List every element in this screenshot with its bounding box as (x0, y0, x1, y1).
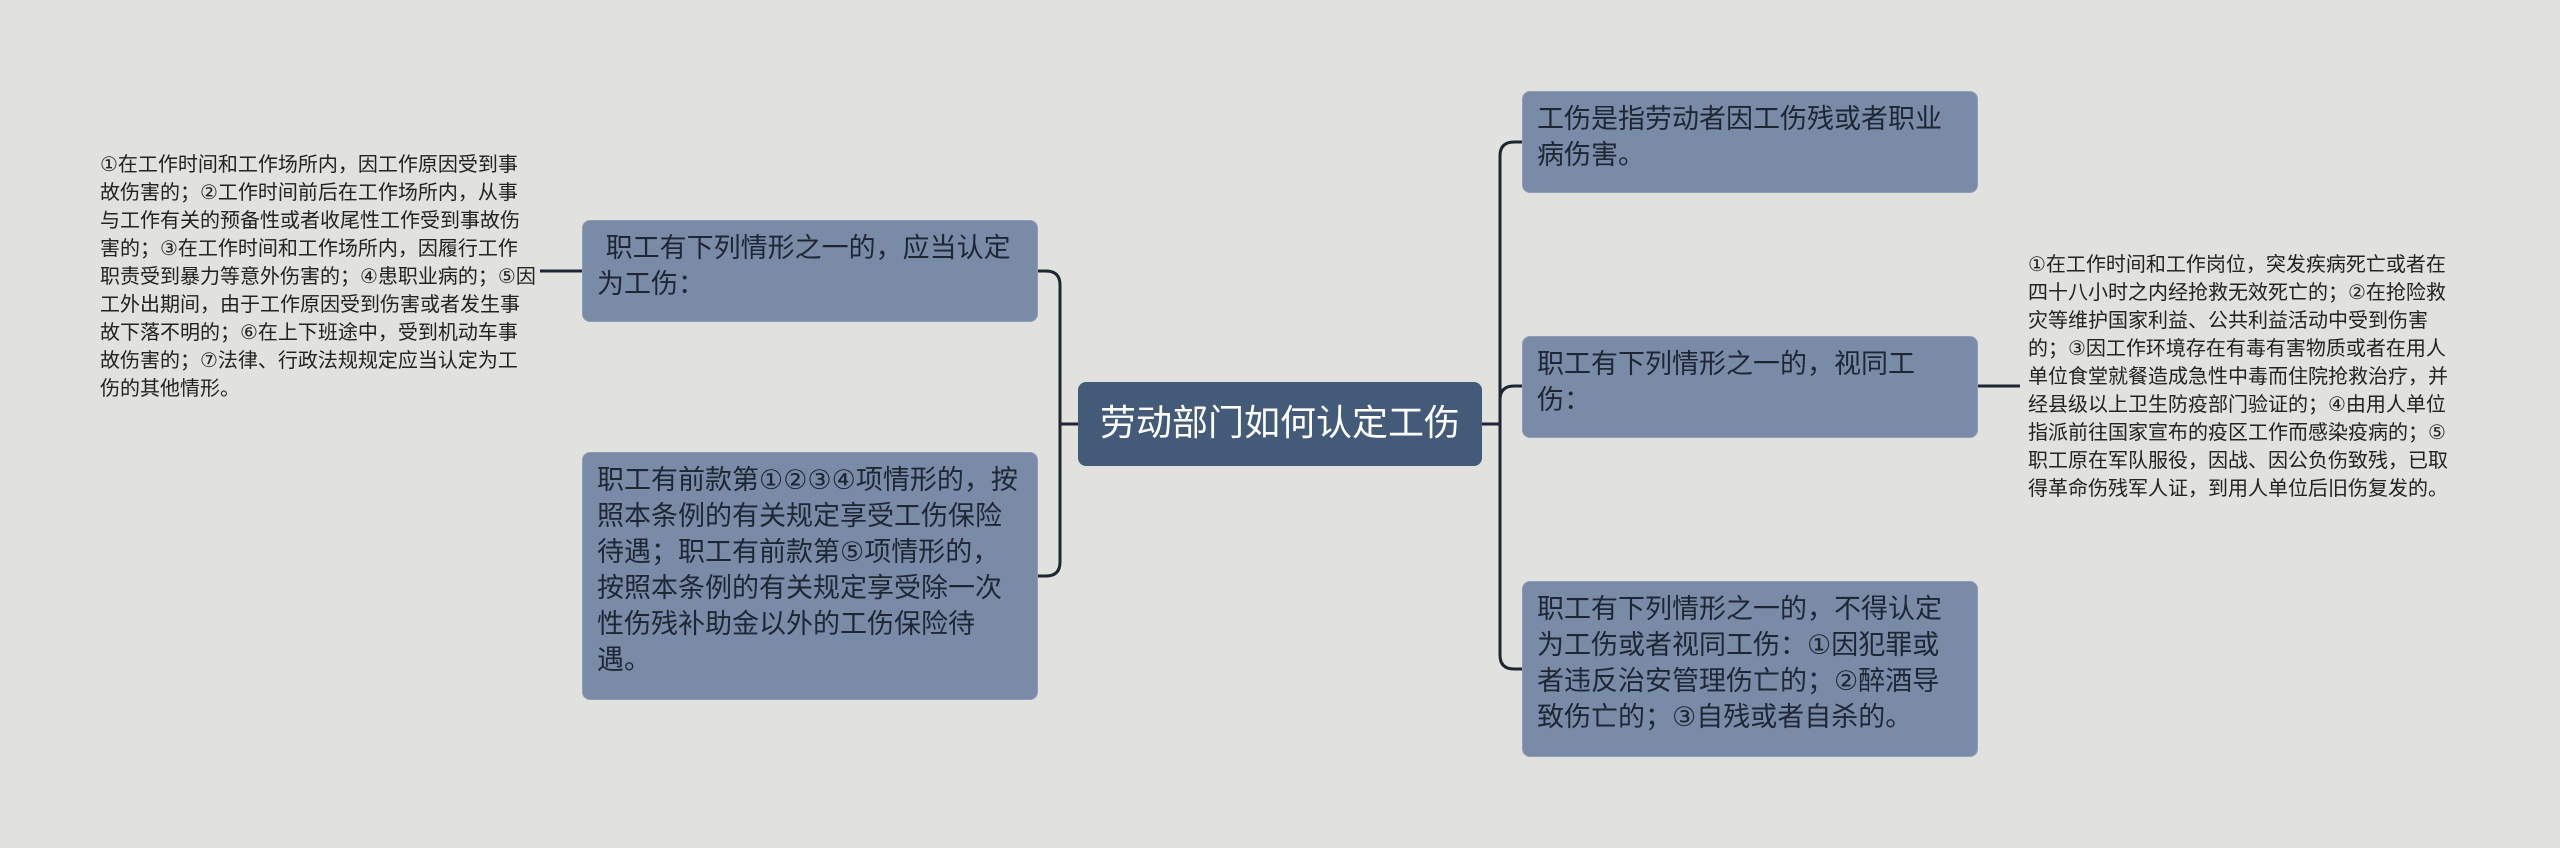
right-branch-2-detail: ①在工作时间和工作岗位，突发疾病死亡或者在四十八小时之内经抢救无效死亡的；②在抢… (2028, 252, 2448, 500)
right-branch-3[interactable]: 职工有下列情形之一的，不得认定为工伤或者视同工伤：①因犯罪或者违反治安管理伤亡的… (1522, 581, 1978, 757)
right-branch-2[interactable]: 职工有下列情形之一的，视同工伤： (1522, 336, 1978, 438)
root-topic[interactable]: 劳动部门如何认定工伤 (1078, 382, 1482, 466)
left-branch-2[interactable]: 职工有前款第①②③④项情形的，按照本条例的有关规定享受工伤保险待遇；职工有前款第… (582, 452, 1038, 700)
right-branch-1[interactable]: 工伤是指劳动者因工伤残或者职业病伤害。 (1522, 91, 1978, 193)
connector-left-branch-1 (1038, 269, 1062, 424)
connector-right-branch-2 (1498, 384, 1522, 424)
connector-right-branch-3 (1498, 424, 1522, 671)
connector-right-branch-1 (1498, 140, 1522, 424)
left-branch-1[interactable]: 职工有下列情形之一的，应当认定为工伤： (582, 220, 1038, 322)
connector-left-branch-2 (1038, 424, 1062, 578)
left-branch-1-detail: ①在工作时间和工作场所内，因工作原因受到事故伤害的；②工作时间前后在工作场所内，… (100, 152, 536, 400)
